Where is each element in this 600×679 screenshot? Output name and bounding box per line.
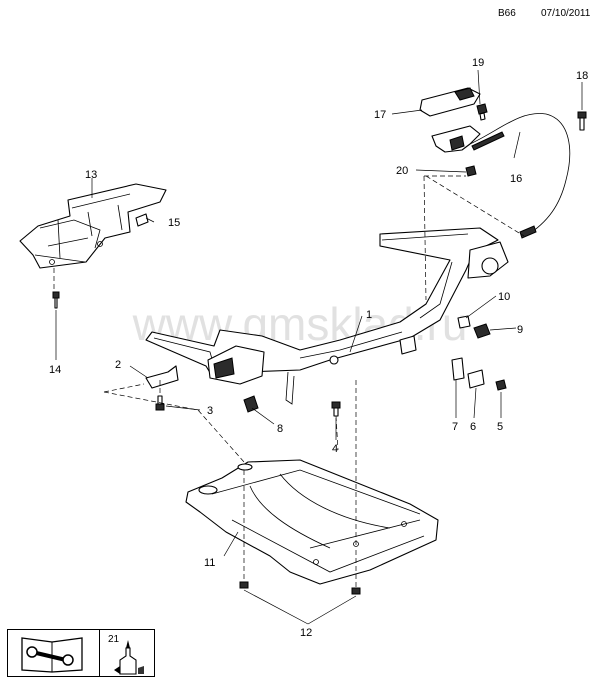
part-17-cover — [419, 87, 481, 117]
diagram-code: B66 — [498, 8, 516, 19]
callout-7: 7 — [452, 421, 458, 433]
callout-19: 19 — [472, 57, 484, 69]
legend-divider — [99, 630, 100, 676]
part-5-bolt — [495, 379, 507, 391]
part-13-heat-shield — [19, 183, 167, 269]
callout-10: 10 — [498, 291, 510, 303]
callout-8: 8 — [277, 423, 283, 435]
callout-6: 6 — [470, 421, 476, 433]
part-11-underbody-shield — [185, 459, 439, 585]
part-16-cable — [469, 113, 571, 239]
callout-15: 15 — [168, 217, 180, 229]
callout-11: 11 — [204, 557, 215, 569]
legend-callout-21: 21 — [108, 634, 120, 645]
callout-2: 2 — [115, 359, 121, 371]
part-15-clip — [135, 213, 149, 227]
manual-wrench-icon — [21, 637, 83, 673]
legend-box: 21 — [7, 629, 155, 677]
callout-13: 13 — [85, 169, 97, 181]
part-19-fastener — [476, 103, 488, 121]
part-2-bracket — [145, 365, 179, 389]
part-3-bolt — [155, 395, 165, 411]
part-10-bracket — [457, 315, 471, 329]
callout-4: 4 — [332, 443, 338, 455]
part-12-screws — [239, 581, 361, 595]
socket-bracket — [431, 125, 481, 153]
callout-3: 3 — [207, 405, 213, 417]
part-14-bolt — [52, 291, 60, 309]
callout-20: 20 — [396, 165, 408, 177]
part-6-washer — [467, 369, 485, 389]
part-4-bolt — [331, 401, 341, 417]
callout-1: 1 — [366, 309, 372, 321]
callout-12: 12 — [300, 627, 312, 639]
callout-5: 5 — [497, 421, 503, 433]
sealant-bottle-icon — [114, 640, 144, 675]
legend-icons — [21, 637, 144, 675]
callout-labels: 1 2 3 4 5 6 7 8 9 10 11 12 13 14 15 16 1… — [49, 57, 588, 639]
callout-14: 14 — [49, 364, 61, 376]
part-18-clip — [577, 111, 587, 131]
callout-18: 18 — [576, 70, 588, 82]
diagram-date: 07/10/2011 — [541, 8, 591, 19]
leader-lines — [55, 69, 583, 625]
part-8-nut — [243, 395, 259, 413]
callout-9: 9 — [517, 324, 523, 336]
alignment-lines — [53, 175, 525, 588]
part-7-bracket — [451, 357, 465, 381]
part-1-towbar-frame — [145, 227, 509, 405]
callout-17: 17 — [374, 109, 386, 121]
callout-16: 16 — [510, 173, 522, 185]
part-9-nut — [473, 323, 491, 339]
part-20-nut — [465, 165, 477, 177]
